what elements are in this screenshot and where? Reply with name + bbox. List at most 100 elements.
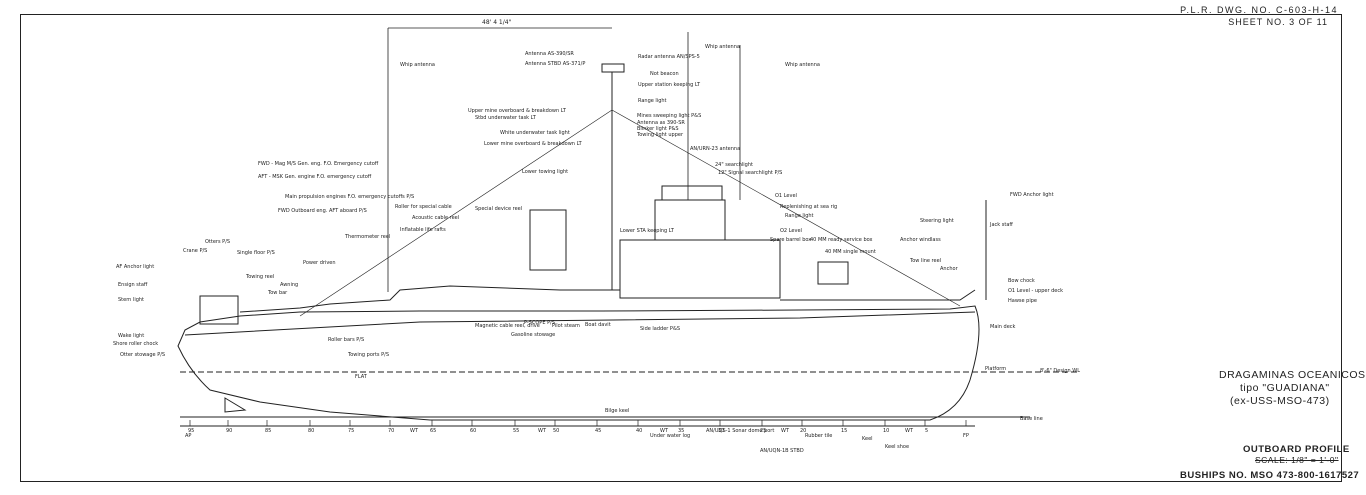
rudder [224,397,247,413]
callout-o1-level: O1 Level [775,193,797,199]
buships-number: BUSHIPS NO. MSO 473-800-1617527 [1180,470,1360,481]
callout-antenna-as390: Antenna AS-390/SR [525,51,574,57]
title-line-3: (ex-USS-MSO-473) [1230,395,1330,407]
frame-60: 60 [470,428,476,434]
callout-main-propulsion: Main propulsion engines F.O. emergency c… [285,194,414,200]
callout-acoustic-cable: Acoustic cable reel [412,215,459,221]
callout-towing-ports: Towing ports P/S [347,352,389,358]
frame-85: 85 [265,428,271,434]
callout-o1-upper: O1 Level - upper deck [1008,288,1063,294]
drawing-border [20,14,1342,482]
callout-flat: FLAT [355,374,368,380]
drawing-number: P.L.R. DWG. NO. C-603-H-14 [1180,5,1338,15]
callout-otters: Otters P/S [205,239,230,245]
dim-whip-left: Whip antenna [400,62,435,68]
callout-magnetic: Magnetic cable reel, drive [475,323,540,329]
title-line-1: DRAGAMINAS OCEANICOS [1219,369,1366,381]
callout-boat-davit: Boat davit [585,322,611,328]
callout-design-wl: 8'-6" Design WL [1040,368,1080,374]
radar-antenna [601,63,625,73]
frame-95: 95 [188,428,194,434]
frame-65: 65 [430,428,436,434]
callout-range-light-fwd: Range light [785,213,814,219]
frame-70: 70 [388,428,394,434]
callout-base-line: Base line [1020,416,1043,422]
frame-5: 5 [925,428,928,434]
frame-wt-1: WT [410,428,419,434]
callout-single-mount: 40 MM single mount [825,249,876,255]
callout-bilge-keel: Bilge keel [605,408,629,414]
frame-30: 30 [718,428,724,434]
pilot-house [654,199,726,241]
callout-towing-reel: Towing reel [245,274,274,280]
callout-gasoline: Gasoline stowage [511,332,555,338]
dim-whip-mid: Whip antenna [705,44,740,50]
frame-80: 80 [308,428,314,434]
frame-wt-5: WT [905,428,914,434]
frame-wt-4: WT [781,428,790,434]
frame-40: 40 [636,428,642,434]
callout-not-beacon: Not beacon [650,71,679,77]
callout-special-device: Special device reel [475,206,522,212]
frame-ap: AP [185,433,191,439]
aft-deckhouse [199,295,239,325]
callout-range-light: Range light [638,98,667,104]
callout-stern-light: Stern light [118,297,144,303]
callout-lower-towing: Lower towing light [522,169,568,175]
callout-mines-sweeping: Mines sweeping light P&S [637,113,701,119]
outboard-profile-label: OUTBOARD PROFILE [1243,444,1350,455]
callout-stbd-underwater: Stbd underwater task LT [475,115,537,121]
hull-outline [177,305,980,421]
callout-signal-searchlight: 12" Signal searchlight P/S [718,170,782,176]
stay-aft [299,109,613,317]
frame-50: 50 [553,428,559,434]
callout-roller-bars: Roller bars P/S [328,337,364,343]
dim-whip-right: Whip antenna [785,62,820,68]
stay-fwd [611,109,961,307]
callout-ensign: Ensign staff [118,282,148,288]
callout-o2-level: O2 Level [780,228,802,234]
callout-upper-mine: Upper mine overboard & breakdown LT [468,108,567,114]
callout-fwd-mag: FWD - Mag M/S Gen. eng. F.O. Emergency c… [258,161,379,167]
callout-anchor-windlass: Anchor windlass [900,237,941,243]
callout-steering-light: Steering light [920,218,954,224]
callout-awning: Awning [280,282,298,288]
callout-blinker: Blinker light P&S [637,126,679,132]
callout-keel-shoe: Keel shoe [885,444,909,450]
callout-hawse-pipe: Hawse pipe [1008,298,1037,304]
callout-fwd-outboard: FWD Outboard eng. AFT aboard P/S [278,208,367,214]
main-deck-line [184,311,976,336]
deckhouse-main [619,239,781,299]
callout-lower-mine: Lower mine overboard & breakdown LT [484,141,583,147]
callout-ready-service: 40 MM ready service box [810,237,873,243]
frame-wt-2: WT [538,428,547,434]
callout-upper-station: Upper station keeping LT [638,82,701,88]
callout-antenna-as390sr: Antenna as 390-SR [637,120,685,126]
callout-power-driven: Power driven [303,260,336,266]
frame-10: 10 [883,428,889,434]
callout-fwd-anchor: FWD Anchor light [1010,192,1054,198]
frame-90: 90 [226,428,232,434]
frame-75: 75 [348,428,354,434]
callout-aft-emergency: AFT - MSK Gen. engine F.O. emergency cut… [258,174,372,180]
frame-fp: FP [963,433,969,439]
callout-pilot-steam: Pilot steam [552,323,580,329]
frame-45: 45 [595,428,601,434]
callout-thermometer: Thermometer reel [344,234,390,240]
callout-side-ladder: Side ladder P&S [640,326,680,332]
callout-searchlight: 24" searchlight [715,162,753,168]
callout-bow-chock: Bow chock [1008,278,1035,284]
callout-anchor: Anchor [940,266,959,272]
callout-spare-barrel: Spare barrel box [770,237,811,243]
callout-tow-line-reel: Tow line reel [909,258,941,264]
callout-rubber-tile: Rubber tile [805,433,832,439]
callout-p-scope: P-SCOPE P/S [524,320,555,326]
callout-stern-roller: Shore roller chock [113,341,158,347]
callout-jack-staff: Jack staff [989,222,1013,228]
frame-55: 55 [513,428,519,434]
callout-towing-upper: Towing light upper [636,132,684,138]
callout-an-uqs: AN/UQS-1 Sonar dome port [706,428,774,434]
bridge-top [661,185,723,201]
